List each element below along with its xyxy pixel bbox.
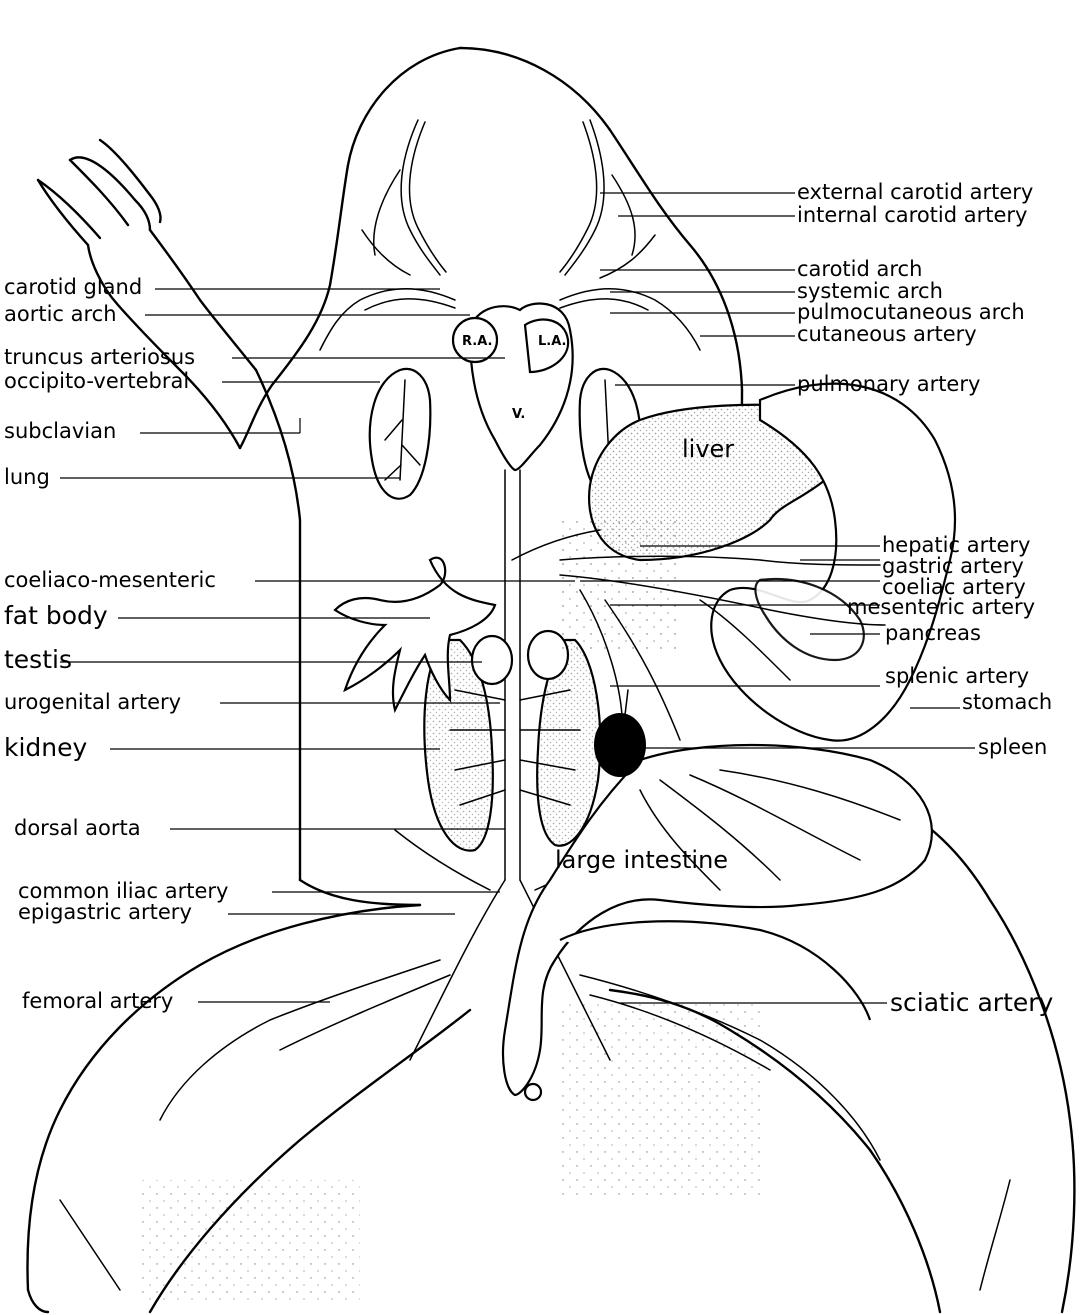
liver-label: liver [682,435,734,463]
aortic-arch-label: aortic arch [4,302,117,326]
ventricle-label: V. [512,407,525,422]
cutaneous-artery-label: cutaneous artery [797,322,977,346]
spleen-label: spleen [978,735,1047,759]
urogenital-artery-label: urogenital artery [4,690,181,714]
coeliaco-mesenteric-label: coeliaco-mesenteric [4,568,216,592]
carotid-arch-label: carotid arch [797,257,922,281]
kidney-label: kidney [4,733,88,762]
external-carotid-artery-label: external carotid artery [797,180,1033,204]
kidneys [424,640,600,851]
large-intestine-label: large intestine [555,846,728,874]
splenic-artery-label: splenic artery [885,664,1029,688]
femoral-artery-label: femoral artery [22,989,173,1013]
right-atrium-label: R.A. [462,334,492,349]
testis-label: testis [4,645,72,674]
epigastric-artery-label: epigastric artery [18,900,192,924]
internal-carotid-artery-label: internal carotid artery [797,203,1027,227]
stomach-label: stomach [962,690,1052,714]
pancreas-label: pancreas [885,621,981,645]
carotid-gland-label: carotid gland [4,275,142,299]
head-vessels [362,120,655,278]
mesenteric-artery-label: mesenteric artery [847,595,1035,619]
occipito-vertebral-label: occipito-vertebral [4,369,189,393]
dorsal-aorta-label: dorsal aorta [14,816,141,840]
fat-body-label: fat body [4,601,108,630]
cloaca [525,1084,541,1100]
subclavian-label: subclavian [4,419,116,443]
pulmocutaneous-arch-label: pulmocutaneous arch [797,300,1025,324]
left-atrium-label: L.A. [538,334,566,349]
lung-label: lung [4,465,50,489]
sciatic-artery-label: sciatic artery [890,988,1054,1017]
truncus-arteriosus-label: truncus arteriosus [4,345,195,369]
pulmonary-artery-label: pulmonary artery [797,372,980,396]
left-testis [472,636,512,684]
